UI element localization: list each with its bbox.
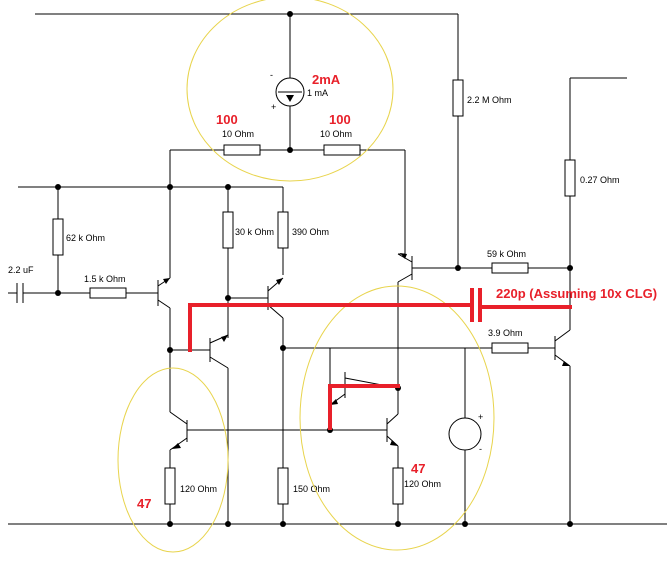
resistor-120-right: 120 Ohm bbox=[392, 467, 441, 524]
input-bias-resistor: 62 k Ohm bbox=[52, 187, 105, 293]
highlight-current-source bbox=[186, 0, 394, 182]
annotation-2ma: 2mA bbox=[312, 72, 341, 87]
resistor-390: 390 Ohm bbox=[277, 187, 329, 275]
input-base-resistor: 1.5 k Ohm bbox=[84, 274, 150, 299]
annotation-47-left: 47 bbox=[137, 496, 151, 511]
label-vs-minus: - bbox=[479, 444, 482, 454]
label-10-right: 10 Ohm bbox=[320, 129, 352, 139]
transistor-q3 bbox=[170, 334, 229, 524]
highlight-right-mirror bbox=[299, 285, 495, 551]
label-cs-plus: + bbox=[271, 102, 276, 112]
input-capacitor: 2.2 uF bbox=[8, 265, 90, 303]
current-source: 1 mA - + bbox=[270, 14, 328, 150]
resistor-30k: 30 k Ohm bbox=[170, 186, 283, 338]
transistor-q8-output bbox=[528, 329, 571, 524]
top-rail bbox=[35, 13, 459, 80]
resistor-120-left: 120 Ohm bbox=[164, 467, 217, 524]
annotation-47-right: 47 bbox=[411, 461, 425, 476]
label-62k: 62 k Ohm bbox=[66, 233, 105, 243]
label-150: 150 Ohm bbox=[293, 484, 330, 494]
label-2m2: 2.2 M Ohm bbox=[467, 95, 512, 105]
compensation-wiring bbox=[188, 288, 572, 352]
transistor-q7-mirror-right bbox=[386, 388, 399, 468]
resistor-150: 150 Ohm bbox=[277, 467, 330, 524]
resistor-59k: 59 k Ohm bbox=[420, 249, 570, 274]
label-390: 390 Ohm bbox=[292, 227, 329, 237]
annotation-100-right: 100 bbox=[329, 112, 351, 127]
label-1ma: 1 mA bbox=[307, 88, 328, 98]
transistor-q6-mirror bbox=[329, 348, 399, 430]
label-120-right: 120 Ohm bbox=[404, 479, 441, 489]
transistor-q4-current-mirror-left bbox=[169, 411, 387, 468]
label-2u2: 2.2 uF bbox=[8, 265, 34, 275]
transistor-q5-vas bbox=[397, 253, 420, 388]
resistor-2m2: 2.2 M Ohm bbox=[452, 79, 512, 268]
mirror-emitter-mod bbox=[328, 384, 400, 430]
label-120-left: 120 Ohm bbox=[180, 484, 217, 494]
resistor-39: 3.9 Ohm bbox=[488, 328, 529, 354]
voltage-source: + - bbox=[448, 348, 483, 524]
label-vs-plus: + bbox=[478, 412, 483, 422]
resistor-027: 0.27 Ohm bbox=[564, 159, 620, 330]
label-1k5: 1.5 k Ohm bbox=[84, 274, 126, 284]
label-59k: 59 k Ohm bbox=[487, 249, 526, 259]
label-39: 3.9 Ohm bbox=[488, 328, 523, 338]
annotation-100-left: 100 bbox=[216, 112, 238, 127]
transistor-q1-input bbox=[150, 277, 171, 412]
label-30k: 30 k Ohm bbox=[235, 227, 274, 237]
label-10-left: 10 Ohm bbox=[222, 129, 254, 139]
annotation-220p: 220p (Assuming 10x CLG) bbox=[496, 286, 657, 301]
positive-rail-right bbox=[569, 77, 627, 160]
label-027: 0.27 Ohm bbox=[580, 175, 620, 185]
label-cs-minus: - bbox=[270, 70, 273, 80]
highlight-left-mirror bbox=[117, 367, 229, 553]
